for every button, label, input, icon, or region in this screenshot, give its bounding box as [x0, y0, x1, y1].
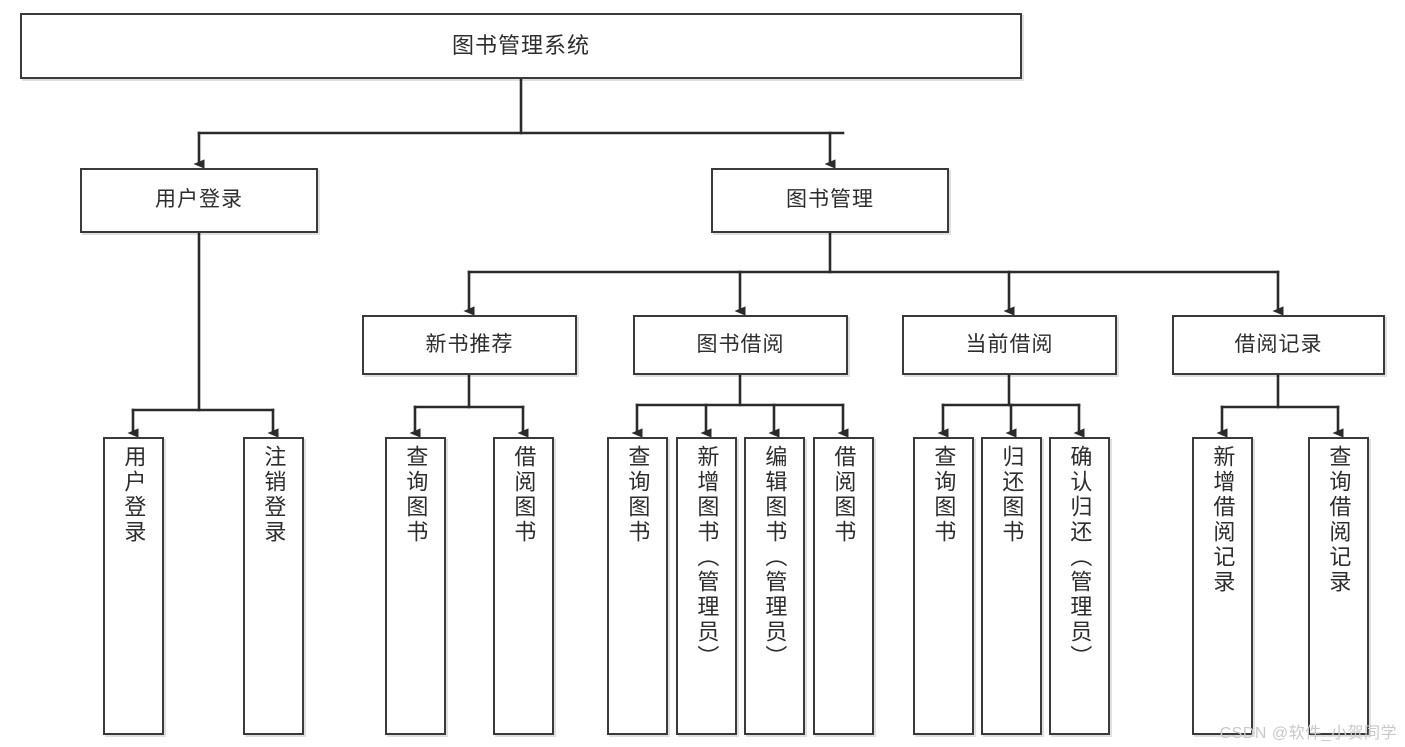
leaf-borrow-record-1-label: 新增借阅记录	[1210, 445, 1236, 595]
node-book-borrow[interactable]: 图书借阅	[633, 315, 848, 375]
leaf-user-login-1-label: 用户登录	[121, 445, 147, 545]
leaf-new-book-1-label: 查询图书	[403, 445, 429, 545]
leaf-new-book-1[interactable]: 查询图书	[385, 437, 446, 735]
leaf-book-borrow-1[interactable]: 查询图书	[607, 437, 668, 735]
node-user-login-label: 用户登录	[155, 188, 243, 212]
node-root[interactable]: 图书管理系统	[20, 13, 1022, 79]
leaf-new-book-2-label: 借阅图书	[511, 445, 537, 545]
leaf-new-book-2[interactable]: 借阅图书	[493, 437, 554, 735]
leaf-book-borrow-4[interactable]: 借阅图书	[813, 437, 874, 735]
leaf-borrow-record-2-label: 查询借阅记录	[1326, 445, 1352, 595]
leaf-borrow-record-2[interactable]: 查询借阅记录	[1308, 437, 1369, 735]
leaf-user-login-2[interactable]: 注销登录	[243, 437, 304, 735]
leaf-user-login-2-label: 注销登录	[261, 445, 287, 545]
node-user-login[interactable]: 用户登录	[80, 168, 318, 233]
node-root-label: 图书管理系统	[451, 33, 590, 59]
leaf-current-borrow-2-label: 归还图书	[999, 445, 1025, 545]
node-new-book-recommend-label: 新书推荐	[425, 332, 514, 356]
leaf-user-login-1[interactable]: 用户登录	[103, 437, 164, 735]
leaf-book-borrow-3[interactable]: 编辑图书（管理员）	[744, 437, 805, 735]
node-current-borrow-label: 当前借阅	[965, 332, 1054, 356]
node-new-book-recommend[interactable]: 新书推荐	[362, 315, 577, 375]
node-current-borrow[interactable]: 当前借阅	[902, 315, 1117, 375]
leaf-current-borrow-3[interactable]: 确认归还（管理员）	[1049, 437, 1110, 735]
node-borrow-record[interactable]: 借阅记录	[1172, 315, 1385, 375]
leaf-current-borrow-1[interactable]: 查询图书	[913, 437, 974, 735]
node-book-manage[interactable]: 图书管理	[711, 168, 949, 233]
node-book-manage-label: 图书管理	[786, 188, 874, 212]
leaf-book-borrow-1-label: 查询图书	[625, 445, 651, 545]
leaf-book-borrow-2[interactable]: 新增图书（管理员）	[676, 437, 737, 735]
leaf-current-borrow-2[interactable]: 归还图书	[981, 437, 1042, 735]
leaf-book-borrow-4-label: 借阅图书	[831, 445, 857, 545]
leaf-borrow-record-1[interactable]: 新增借阅记录	[1192, 437, 1253, 735]
leaf-book-borrow-2-label: 新增图书（管理员）	[694, 445, 720, 670]
leaf-book-borrow-3-label: 编辑图书（管理员）	[762, 445, 788, 670]
leaf-current-borrow-1-label: 查询图书	[931, 445, 957, 545]
csdn-watermark: CSDN @软件_小贺同学	[1219, 725, 1397, 742]
node-borrow-record-label: 借阅记录	[1234, 332, 1323, 356]
leaf-current-borrow-3-label: 确认归还（管理员）	[1067, 445, 1093, 670]
node-book-borrow-label: 图书借阅	[696, 332, 785, 356]
